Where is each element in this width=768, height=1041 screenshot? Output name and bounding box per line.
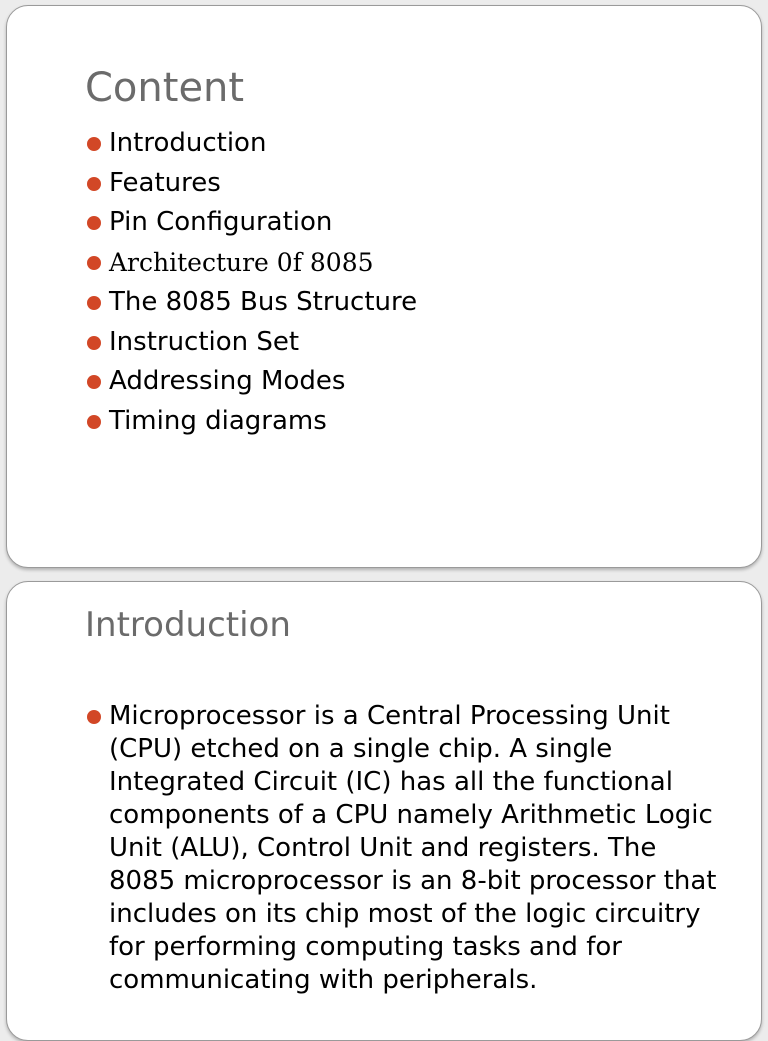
bullet-dot-icon [87,710,101,724]
bullet-list: Microprocessor is a Central Processing U… [85,700,721,997]
bullet-dot-icon [87,176,101,191]
list-item: Features [85,164,417,204]
slide-title: Content [85,65,245,111]
list-item: Addressing Modes [85,362,417,402]
list-item: Instruction Set [85,323,417,363]
bullet-dot-icon [87,414,101,429]
slide-introduction: Introduction Microprocessor is a Central… [6,581,762,1041]
slide-content: Content Introduction Features Pin Config… [6,5,762,568]
bullet-list: Introduction Features Pin Configuration … [85,124,417,441]
bullet-dot-icon [87,137,101,151]
list-item: Timing diagrams [85,402,417,442]
list-item: Introduction [85,124,417,164]
bullet-dot-icon [87,335,101,350]
bullet-dot-icon [87,255,101,270]
bullet-dot-icon [87,216,101,230]
bullet-dot-icon [87,375,101,389]
slide-title: Introduction [85,605,291,645]
list-item: Pin Configuration [85,203,417,243]
list-item: Architecture 0f 8085 [85,243,417,284]
list-item: Microprocessor is a Central Processing U… [85,700,721,997]
list-item: The 8085 Bus Structure [85,283,417,323]
bullet-dot-icon [87,296,101,310]
